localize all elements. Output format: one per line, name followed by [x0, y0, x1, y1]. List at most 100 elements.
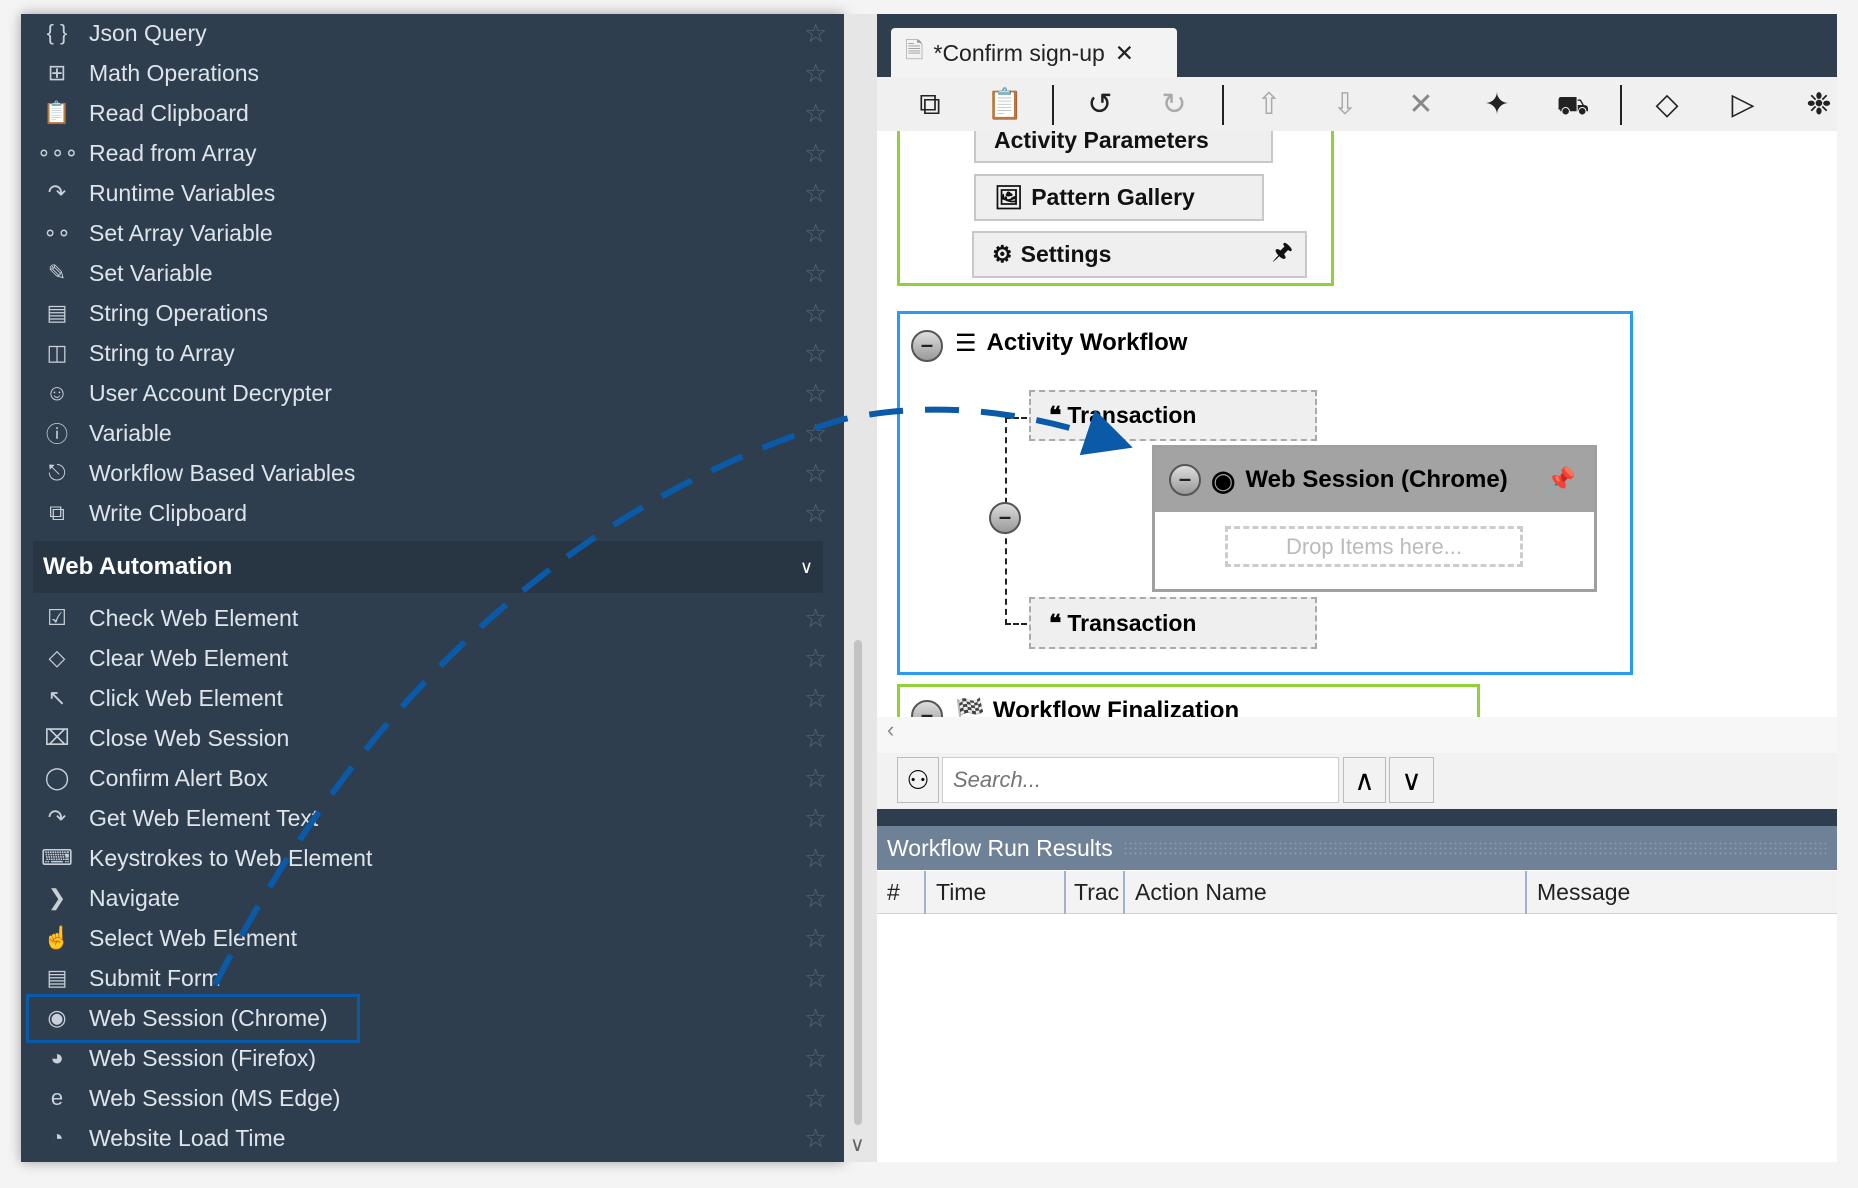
star-icon[interactable]: ☆	[804, 97, 828, 128]
item-label: Json Query	[89, 19, 207, 46]
redo-icon[interactable]: ↻	[1161, 88, 1187, 121]
toolbox-scrollbar[interactable]: ∨	[844, 14, 877, 1162]
breakpoint-icon[interactable]: ◇	[1655, 88, 1679, 121]
paste-icon[interactable]: 📋	[986, 88, 1024, 121]
column-time[interactable]: Time	[924, 871, 1064, 914]
toolbox-item[interactable]: ⧉Write Clipboard☆	[21, 493, 827, 533]
toolbox-item[interactable]: ☑Check Web Element☆	[21, 598, 827, 638]
toolbox-item[interactable]: ✎Set Variable☆	[21, 253, 828, 293]
toolbox-item[interactable]: ⊞Math Operations☆	[21, 53, 828, 93]
search-down-button[interactable]: ∨	[1389, 757, 1434, 803]
transaction-block[interactable]: ❝Transaction	[1029, 597, 1317, 649]
toolbox-item[interactable]: ∘∘∘Read from Array☆	[21, 133, 827, 173]
horizontal-scrollbar[interactable]: ‹	[877, 717, 1837, 753]
star-icon[interactable]: ☆	[804, 177, 828, 208]
move-up-icon[interactable]: ⇧	[1256, 88, 1282, 121]
star-icon[interactable]: ☆	[804, 762, 828, 793]
activity-parameters-button[interactable]: Activity Parameters	[974, 131, 1273, 163]
drop-zone[interactable]: Drop Items here...	[1225, 526, 1523, 567]
drag-grip[interactable]	[1122, 841, 1827, 855]
pin-icon[interactable]: 🖈	[1271, 238, 1293, 264]
toolbox-item[interactable]: ❯Navigate☆	[21, 878, 828, 918]
column-trace[interactable]: Trac	[1064, 871, 1123, 914]
column-message[interactable]: Message	[1525, 871, 1837, 914]
section-web-automation[interactable]: Web Automation ∨	[33, 541, 823, 593]
toolbox-item[interactable]: ↷Get Web Element Text☆	[21, 798, 828, 838]
scrollbar-thumb[interactable]	[854, 640, 862, 1125]
copy-icon[interactable]: ⧉	[919, 88, 941, 121]
toolbox-item[interactable]: ▤String Operations☆	[21, 293, 828, 333]
star-icon[interactable]: ☆	[804, 17, 828, 48]
star-icon[interactable]: ☆	[804, 962, 828, 993]
star-icon[interactable]: ☆	[804, 377, 828, 408]
toolbox-item[interactable]: ⌨Keystrokes to Web Element☆	[21, 838, 827, 878]
star-icon[interactable]: ☆	[804, 217, 828, 248]
close-icon[interactable]: ✕	[1114, 39, 1135, 66]
star-icon[interactable]: ☆	[804, 882, 828, 913]
toolbox-item[interactable]: ◯Confirm Alert Box☆	[21, 758, 828, 798]
toolbox-item[interactable]: { }Json Query☆	[21, 13, 828, 53]
settings-button[interactable]: ⚙Settings🖈	[972, 231, 1307, 278]
star-icon[interactable]: ☆	[804, 417, 828, 448]
star-icon[interactable]: ☆	[804, 682, 828, 713]
star-icon[interactable]: ☆	[804, 457, 828, 488]
star-icon[interactable]: ☆	[804, 57, 828, 88]
toolbox-item[interactable]: ◫String to Array☆	[21, 333, 828, 373]
star-icon[interactable]: ☆	[804, 297, 828, 328]
star-icon[interactable]: ☆	[804, 1082, 828, 1113]
collapse-icon[interactable]: –	[989, 502, 1021, 534]
scroll-left-icon[interactable]: ‹	[887, 717, 895, 742]
toolbox-item[interactable]: ↖Click Web Element☆	[21, 678, 828, 718]
collapse-icon[interactable]: –	[911, 330, 943, 362]
star-icon[interactable]: ☆	[804, 1002, 828, 1033]
star-icon[interactable]: ☆	[804, 602, 828, 633]
star-icon[interactable]: ☆	[804, 802, 828, 833]
toolbox-item[interactable]: ◉Web Session (Chrome)☆	[21, 998, 827, 1038]
move-down-icon[interactable]: ⇩	[1332, 88, 1358, 121]
tab-confirm-sign-up[interactable]: 🗎 *Confirm sign-up ✕	[891, 28, 1177, 78]
star-icon[interactable]: ☆	[804, 722, 828, 753]
star-icon[interactable]: ☆	[804, 642, 828, 673]
search-input[interactable]	[942, 757, 1339, 803]
debug-icon[interactable]: ❉	[1806, 88, 1832, 121]
star-icon[interactable]: ☆	[804, 842, 828, 873]
copy-icon: ⧉	[49, 500, 65, 525]
truck-icon[interactable]: ⛟	[1556, 90, 1590, 120]
toolbox-item[interactable]: ◔Website Load Time☆	[21, 1118, 827, 1158]
star-icon[interactable]: ☆	[804, 257, 828, 288]
star-icon[interactable]: ☆	[804, 922, 828, 953]
pin-icon[interactable]: 📌	[1546, 466, 1576, 494]
star-icon[interactable]: ☆	[804, 137, 828, 168]
toolbox-item[interactable]: ☝Select Web Element☆	[21, 918, 827, 958]
transaction-block[interactable]: ❝Transaction	[1029, 390, 1317, 441]
toolbox-item[interactable]: ∘∘Set Array Variable☆	[21, 213, 827, 253]
column-number[interactable]: #	[887, 879, 900, 905]
scroll-down-icon[interactable]: ∨	[850, 1134, 865, 1156]
toolbox-item[interactable]: ◇Clear Web Element☆	[21, 638, 828, 678]
magic-wand-icon[interactable]: ✦	[1484, 88, 1510, 121]
binoculars-icon[interactable]: ⚇	[897, 757, 939, 803]
toolbox-item[interactable]: ▤Submit Form☆	[21, 958, 828, 998]
chevron-down-icon[interactable]: ∨	[799, 556, 813, 577]
toolbox-item[interactable]: ⎋Workflow Based Variables☆	[21, 453, 827, 493]
toolbox-item[interactable]: ☺User Account Decrypter☆	[21, 373, 828, 413]
collapse-icon[interactable]: –	[1169, 464, 1201, 496]
star-icon[interactable]: ☆	[804, 1122, 828, 1153]
undo-icon[interactable]: ↺	[1087, 88, 1113, 121]
toolbox-item[interactable]: ◕Web Session (Firefox)☆	[21, 1038, 827, 1078]
column-action-name[interactable]: Action Name	[1123, 871, 1525, 914]
web-session-block[interactable]: – ◉ Web Session (Chrome) 📌 Drop Items he…	[1152, 445, 1597, 592]
star-icon[interactable]: ☆	[804, 1042, 828, 1073]
toolbox-item[interactable]: 📋Read Clipboard☆	[21, 93, 827, 133]
toolbox-item[interactable]: ↷Runtime Variables☆	[21, 173, 828, 213]
search-up-button[interactable]: ∧	[1343, 757, 1386, 803]
run-icon[interactable]: ▷	[1731, 88, 1755, 121]
star-icon[interactable]: ☆	[804, 337, 828, 368]
pattern-gallery-button[interactable]: 🖼Pattern Gallery	[974, 174, 1264, 221]
star-icon[interactable]: ☆	[804, 497, 828, 528]
workflow-canvas[interactable]: Activity Parameters 🖼Pattern Gallery ⚙Se…	[877, 131, 1837, 717]
toolbox-item[interactable]: ⌧Close Web Session☆	[21, 718, 827, 758]
delete-icon[interactable]: ✕	[1408, 88, 1434, 121]
